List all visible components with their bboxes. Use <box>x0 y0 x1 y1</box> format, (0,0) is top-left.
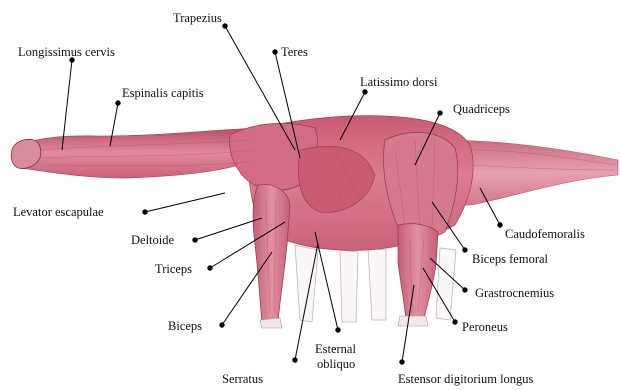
label-longissimus-cervis: Longissimus cervis <box>18 45 115 59</box>
label-triceps: Triceps <box>155 262 192 276</box>
label-espinalis-capitis: Espinalis capitis <box>122 86 204 100</box>
front-leg <box>253 184 290 324</box>
label-teres: Teres <box>281 45 308 59</box>
label-caudofemoralis: Caudofemoralis <box>505 227 585 241</box>
hind-leg <box>398 224 438 320</box>
label-estensor-digitorium-longus: Estensor digitorium longus <box>398 372 533 386</box>
label-biceps-femoral: Biceps femoral <box>472 252 548 266</box>
label-biceps: Biceps <box>168 319 202 333</box>
label-obliquo: obliquo <box>317 357 355 371</box>
label-quadriceps: Quadriceps <box>453 102 510 116</box>
label-latissimo-dorsi: Latissimo dorsi <box>360 75 437 89</box>
label-deltoide: Deltoide <box>131 233 174 247</box>
front-foot <box>260 318 282 328</box>
label-levator-escapulae: Levator escapulae <box>13 205 104 219</box>
label-grastrocnemius: Grastrocnemius <box>475 286 554 300</box>
label-serratus: Serratus <box>222 372 263 386</box>
hind-foot <box>398 316 428 326</box>
label-peroneus: Peroneus <box>462 320 508 334</box>
label-esternal: Esternal <box>315 342 356 356</box>
label-trapezius: Trapezius <box>173 11 222 25</box>
